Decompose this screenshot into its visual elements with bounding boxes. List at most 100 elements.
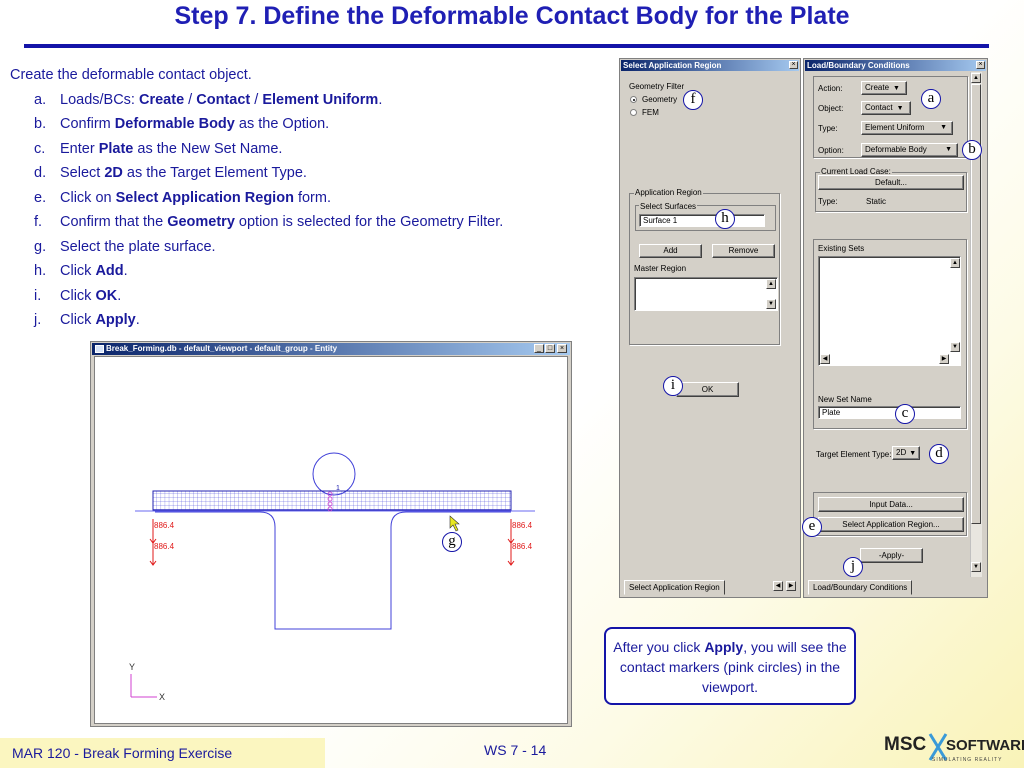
step-letter: i. [34, 287, 42, 304]
existing-sets-list[interactable] [818, 256, 961, 366]
step-text-bold: 2D [104, 165, 123, 181]
contact-markers [327, 491, 333, 512]
master-scroll-down-icon[interactable]: ▼ [766, 299, 776, 309]
sets-scroll-up-icon[interactable]: ▲ [950, 258, 960, 268]
model-graphics[interactable]: 1 886.4 886.4 886.4 886.4 Y X [95, 357, 569, 725]
step-text-bold: Geometry [167, 214, 235, 230]
tab-scroll-right-icon[interactable]: ▶ [786, 581, 796, 591]
add-button[interactable]: Add [639, 244, 702, 258]
sets-scroll-left-icon[interactable]: ◀ [820, 354, 830, 364]
close-icon[interactable]: × [789, 61, 798, 69]
tab-load-boundary-conditions[interactable]: Load/Boundary Conditions [808, 580, 913, 595]
step-text-bold: Element Uniform [262, 91, 379, 108]
select-surfaces-input[interactable]: Surface 1 [639, 214, 765, 227]
step-item: c.Enter Plate as the New Set Name. [34, 137, 503, 162]
load-arrows [149, 519, 515, 566]
step-text-bold: Apply [95, 312, 136, 328]
step-text: Loads/BCs: Create / Contact / Element Un… [60, 88, 382, 113]
callout-b: b [962, 140, 982, 160]
steps-list: a.Loads/BCs: Create / Contact / Element … [10, 88, 503, 333]
logo-swoosh-icon [928, 733, 948, 761]
logo-tagline: SIMULATING REALITY [932, 757, 1003, 763]
callout-a: a [921, 89, 941, 109]
cursor-icon [449, 515, 460, 532]
apply-button[interactable]: -Apply- [860, 548, 923, 563]
step-text-part: as the Target Element Type. [122, 165, 307, 181]
step-item: b. Confirm Deformable Body as the Option. [34, 112, 503, 137]
step-text-part: Confirm [60, 116, 115, 132]
step-text-part: / [250, 91, 263, 108]
step-item: j.Click Apply. [34, 308, 503, 333]
step-letter: e. [34, 189, 47, 206]
option-select[interactable]: Deformable Body ▼ [861, 143, 958, 157]
close-icon[interactable]: × [976, 61, 985, 69]
load-label: 886.4 [154, 521, 175, 530]
type-select[interactable]: Element Uniform▼ [861, 121, 953, 135]
tab-scroll-left-icon[interactable]: ◀ [773, 581, 783, 591]
logo-msc: MSC [884, 734, 927, 755]
lc-type-value: Static [866, 197, 887, 206]
option-value: Deformable Body [865, 145, 927, 154]
step-text: Click Add. [60, 259, 128, 284]
lbc-scroll-up-icon[interactable]: ▲ [971, 73, 981, 83]
step-text: Confirm Deformable Body as the Option. [60, 112, 329, 137]
step-letter: b. [34, 116, 47, 132]
viewport-window: Break_Forming.db - default_viewport - de… [90, 341, 572, 727]
step-text-part: Click [60, 287, 96, 304]
lc-type-label: Type: [818, 197, 838, 206]
callout-i: i [663, 376, 683, 396]
logo-software: SOFTWARE [946, 737, 1024, 754]
step-text-part: Click [60, 312, 96, 328]
msc-software-logo: MSC SOFTWARE SIMULATING REALITY [884, 732, 1024, 766]
master-region-list[interactable] [634, 277, 778, 311]
step-text-part: . [123, 263, 128, 279]
lbc-scroll-thumb[interactable] [971, 84, 981, 524]
step-text-part: as the Option. [234, 116, 330, 132]
sets-scroll-right-icon[interactable]: ▶ [939, 354, 949, 364]
target-element-type-select[interactable]: 2D▼ [892, 446, 920, 460]
fem-radio[interactable] [630, 109, 637, 116]
step-text: Click on Select Application Region form. [60, 186, 331, 211]
viewport-window-icon [95, 345, 104, 353]
input-data-button[interactable]: Input Data... [818, 497, 964, 512]
axis-x-label: X [159, 692, 165, 702]
target-element-type-label: Target Element Type: [816, 450, 892, 459]
die-outline [155, 511, 511, 630]
chevron-down-icon: ▼ [945, 146, 952, 153]
remove-button[interactable]: Remove [712, 244, 775, 258]
object-select[interactable]: Contact▼ [861, 101, 911, 115]
master-scroll-up-icon[interactable]: ▲ [766, 279, 776, 289]
application-region-group: Application Region [629, 188, 780, 345]
title-rule [24, 44, 989, 48]
new-set-name-input[interactable]: Plate [818, 406, 961, 419]
chevron-down-icon: ▼ [940, 124, 947, 131]
step-text-part: / [184, 91, 197, 108]
maximize-icon[interactable]: □ [545, 344, 555, 353]
viewport-canvas[interactable]: 1 886.4 886.4 886.4 886.4 Y X [94, 356, 568, 724]
step-item: e. Click on Select Application Region for… [34, 186, 503, 211]
sets-scroll-down-icon[interactable]: ▼ [950, 342, 960, 352]
chevron-down-icon: ▼ [909, 450, 917, 457]
footer-band [0, 738, 325, 768]
action-value: Create [865, 83, 890, 92]
region-buttons-group [813, 492, 967, 536]
chevron-down-icon: ▼ [893, 85, 900, 92]
ok-button[interactable]: OK [676, 382, 739, 397]
close-icon[interactable]: × [557, 344, 567, 353]
step-text-bold: Deformable Body [114, 116, 235, 132]
geometry-radio[interactable] [630, 96, 637, 103]
action-select[interactable]: Create▼ [861, 81, 907, 95]
step-text-part: Select the plate surface. [60, 238, 216, 255]
tab-select-application-region[interactable]: Select Application Region [624, 580, 725, 595]
lbc-scroll-down-icon[interactable]: ▼ [971, 562, 981, 572]
minimize-icon[interactable]: _ [534, 344, 544, 353]
step-letter: j. [34, 312, 42, 328]
callout-j: j [843, 557, 863, 577]
target-element-type-value: 2D [896, 448, 907, 457]
punch-circle [312, 452, 356, 496]
step-text-bold: Select Application Region [115, 189, 294, 206]
select-application-region-button[interactable]: Select Application Region... [818, 517, 964, 532]
object-value: Contact [865, 103, 893, 112]
callout-d: d [929, 444, 949, 464]
default-load-case-button[interactable]: Default... [818, 175, 964, 190]
